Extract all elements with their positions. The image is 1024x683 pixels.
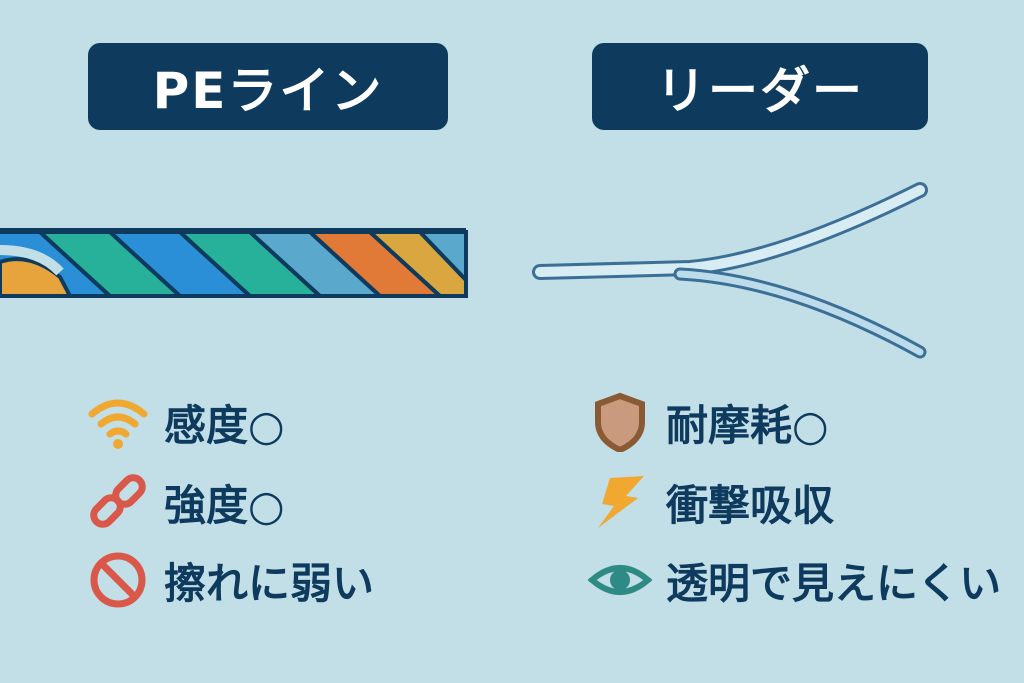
chain-link-icon [90,474,146,528]
wifi-signal-icon [88,399,148,449]
eye-icon [588,565,652,595]
list-item: 強度○ [86,472,285,532]
item-label: 強度○ [164,480,285,530]
item-label: 衝撃吸収 [666,480,835,530]
braided-pe-line-illustration [0,228,468,298]
prohibited-icon [90,552,146,608]
leader-line-illustration [532,182,928,359]
list-item: 耐摩耗○ [588,392,829,452]
pe-line-title: PEライン [88,43,448,130]
list-item: 感度○ [86,392,285,452]
item-label: 擦れに弱い [164,558,375,608]
leader-title: リーダー [592,43,928,130]
list-item: 衝撃吸収 [588,472,834,532]
item-label: 耐摩耗○ [666,400,829,450]
shield-icon [595,392,645,452]
item-label: 感度○ [164,400,285,450]
item-label: 透明で見えにくい [666,558,1002,608]
lightning-icon [598,476,644,528]
list-item: 透明で見えにくい [588,550,1001,610]
list-item: 擦れに弱い [86,550,374,610]
